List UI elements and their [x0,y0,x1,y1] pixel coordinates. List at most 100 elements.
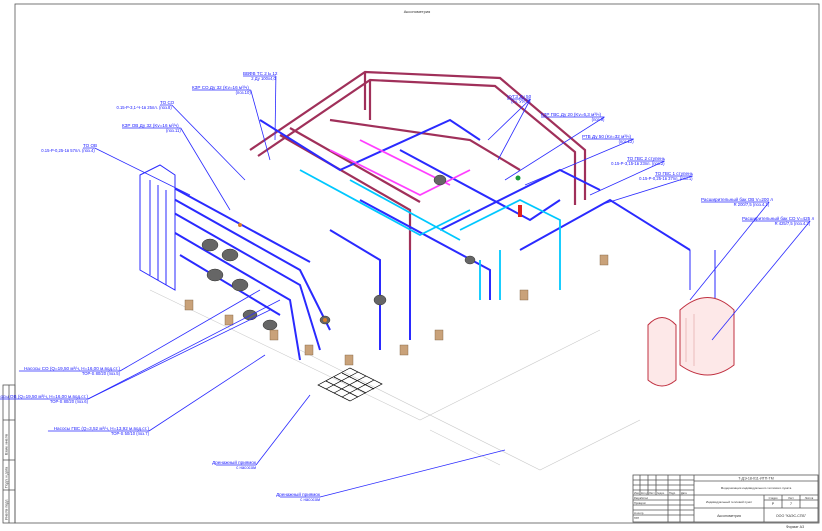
callout-subtitle: (поз.11) [166,128,181,133]
kzr-gvs-label: КЗР ГВС Ду 20 (Kv=6,3 м³/ч)(поз.9) [504,112,605,181]
callout-title: Дренажный приямок [276,491,321,497]
pipe-return-loop [249,70,587,250]
callout-title: КЗР ОВ Ду 32 (Kv=16 м³/ч) [122,123,179,128]
callout-leader [250,89,271,161]
callout-title: Насосы ОВ (Q=19,50 м³/ч, Н=16,00 м.вод.с… [0,394,88,399]
callout-leader [487,98,531,141]
callout-leader [711,220,811,341]
callout-subtitle: ТОР-S 80/20 (поз.6) [50,399,89,404]
project-name: Модернизация индивидуального теплового п… [721,486,792,490]
callout-leader [180,127,231,211]
callout-subtitle: R 425/7,5 (поз.4.2) [775,221,811,226]
pipe-supports [184,254,609,366]
callout-subtitle: 0.15-Р-0,25-1в 37пл. (поз.1) [639,176,693,181]
callout-title: ВВФВ ТС 2 Ь 12 [243,71,278,76]
stamp-replace: Взам. инв.№ [5,434,9,455]
callout-subtitle: 0.15-Р-0,25-1в 57пл. (поз.4) [41,148,95,153]
callout-title: Насосы ГВС (Q=3,52 м³/ч, Н=13,92 м.вод.с… [54,426,150,431]
rtv-label: РТВ Ду 50 (Kv=32 м³/ч)(поз.12) [524,134,634,186]
col-sheet: Лист [649,491,655,495]
callout-subtitle: 2 Ду 100х4,0 [251,76,276,81]
to-so-label: ТО СО0.15-Р-3,1-Ч-1в 25пл. (поз.8) [116,100,246,181]
valve-vvfv-label: ВВФВ ТС 2 Ь 122 Ду 100х4,0 [243,71,278,141]
callout-title: КЗР ГВС Ду 20 (Kv=6,3 м³/ч) [541,112,601,117]
callout-leader [119,289,261,372]
callout-leader [497,98,531,161]
callout-subtitle: с насосом [300,497,320,502]
tank-ov [647,317,677,387]
callout-subtitle: 0.15-Р-3,1-Ч-1в 25пл. (поз.8) [116,105,172,110]
pumps-ov-label: Насосы ОВ (Q=19,50 м³/ч, Н=16,00 м.вод.с… [0,299,281,404]
col-change: Изм. [634,491,640,495]
callout-leader [524,138,634,186]
kzr-so-label: КЗР СО Ду 32 (Kv=16 м³/ч)(поз.10) [192,85,271,161]
pipe-circulation [329,139,471,197]
callout-leader [319,449,506,498]
sheet-frame [14,3,820,524]
callout-title: ТО ОВ [83,143,97,148]
callout-leader [689,201,770,301]
role-checker: Проверил [634,501,646,505]
doc-code: Т-ДЭ-18-011-ИТП-ТМ [738,477,773,481]
sheets-header: Листов [805,496,814,500]
callout-leader [274,75,277,141]
stage-value: Р [772,502,775,506]
tank-so [679,297,735,376]
col-count: Кол.уч [641,491,649,495]
tank-so-label: Расширительный бак СО V=425 лR 425/7,5 (… [711,215,814,341]
callout-subtitle: (поз.10) [236,90,252,95]
callout-title: Расширительный бак ОВ V=200 л [701,196,773,202]
role-norm-control: Н.контр. [634,511,644,515]
sheet-format: Формат А3 [786,525,804,529]
kzr-ov-label: КЗР ОВ Ду 32 (Kv=16 м³/ч)(поз.11) [122,123,231,211]
callout-leader [504,116,605,181]
heat-exchanger-plates [139,164,176,291]
sheet-header: Лист [788,496,794,500]
callout-subtitle: ТОР-S 80/20 (поз.5) [82,371,121,376]
callout-title: ТО ГВС 2 ступень [627,156,666,161]
col-doc: №док. [657,492,665,495]
margin-stamp: Взам. инв.№ Подп. и дата Инв.№ подл. [2,384,16,524]
role-chief-engineer: ГИП [634,516,639,520]
col-date: Дата [681,491,687,495]
uugz-label: УУГЗ Ду 50(сч. УУГЗ) [487,94,532,161]
callout-leader [87,309,271,400]
callout-title: КЗР СО Ду 32 (Kv=16 м³/ч) [192,85,249,90]
sheet-number: 7 [790,502,792,506]
piping-isometric [139,70,735,471]
role-developer: Разработал [634,496,649,500]
col-sign: Подп. [669,491,676,495]
pipe-supply [139,118,691,361]
callout-subtitle: R 200/7,5 (поз.4.1) [734,202,770,207]
tank-ov-label: Расширительный бак ОВ V=200 лR 200/7,5 (… [689,196,773,301]
callout-title: УУГЗ Ду 50 [507,94,532,99]
callout-title: ТО СО [160,100,175,105]
sheet-title-top: Аксонометрия [404,9,430,14]
callout-title: Дренажный приямок [212,459,257,465]
callout-leader [94,147,191,196]
pumps-so-label: Насосы СО (Q=19,50 м³/ч, Н=16,00 м.вод.с… [18,289,261,376]
stamp-sign-date: Подп. и дата [5,467,9,488]
callout-subtitle: (поз.9) [592,117,605,122]
callout-subtitle: с насосом [236,465,256,470]
pumps-gvs-label: Насосы ГВС (Q=3,52 м³/ч, Н=13,92 м.вод.с… [47,354,266,436]
callout-leader [171,104,246,181]
stamp-inv: Инв.№ подл. [5,499,9,520]
company-name: ООО "КАЭС-СПБ" [776,514,807,518]
callout-title: РТВ Ду 50 (Kv=32 м³/ч) [582,134,631,139]
callout-leader [148,354,266,432]
callout-title: Насосы СО (Q=19,50 м³/ч, Н=16,00 м.вод.с… [24,366,120,371]
drainage-grate [317,367,383,402]
callout-leader [255,394,311,466]
callout-subtitle: 0.15-Р-3,15-1в 23пл. (поз.2) [611,161,665,166]
callout-title: ТО ГВС 1 ступень [655,171,694,176]
callout-subtitle: (сч. УУГЗ) [511,99,531,104]
callout-title: Расширительный бак СО V=425 л [742,215,814,221]
title-block: Изм. Кол.уч Лист №док. Подп. Дата Разраб… [632,474,819,529]
to-ov-label: ТО ОВ0.15-Р-0,25-1в 57пл. (поз.4) [41,143,191,196]
